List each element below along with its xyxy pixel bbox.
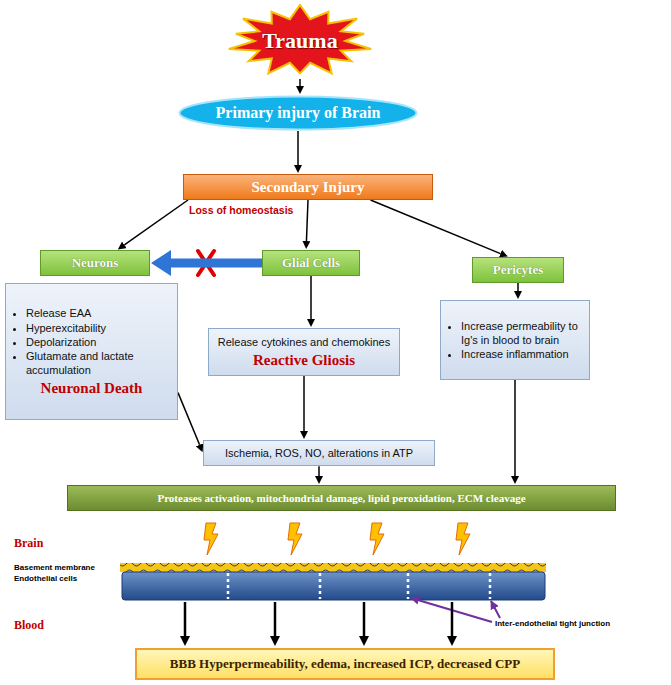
node-text: Neurons	[72, 255, 119, 271]
bullet-list: Release EAAHyperexcitabilityDepolarizati…	[12, 306, 171, 377]
part-label: Basement membrane	[14, 563, 95, 572]
flow-arrow	[299, 79, 301, 86]
endothelial-cells	[122, 572, 545, 600]
outcome-heading: Reactive Gliosis	[253, 352, 355, 369]
flow-arrow	[306, 200, 308, 241]
flow-arrow	[178, 393, 200, 445]
node-text: Proteases activation, mitochondrial dama…	[157, 492, 525, 504]
lightning-bolts	[204, 523, 470, 555]
part-label: Endothelial cells	[14, 574, 77, 583]
flow-arrow	[310, 276, 312, 319]
mediator-box: Ischemia, ROS, NO, alterations in ATP	[203, 440, 435, 466]
node-text: Trauma	[262, 28, 337, 54]
bullet-text: Depolarization	[26, 335, 171, 349]
blocked-arrow	[171, 259, 262, 268]
flow-arrow	[124, 200, 188, 245]
node-text: Ischemia, ROS, NO, alterations in ATP	[225, 446, 413, 460]
node-text: Primary injury of Brain	[216, 104, 381, 122]
mechanism-band: Proteases activation, mitochondrial dama…	[67, 485, 616, 511]
leak-arrows	[185, 602, 452, 636]
bullet-text: Increase inflammation	[461, 347, 583, 361]
bullet-text: Increase permeability to Ig's in blood t…	[461, 319, 583, 348]
secondary-injury-box: Secondary Injury	[183, 174, 433, 200]
cell-type-box: Pericytes	[472, 257, 564, 283]
flow-arrow	[371, 200, 501, 254]
glial-effects-box: Release cytokines and chemokinesReactive…	[208, 328, 400, 376]
pericyte-effects-box: Increase permeability to Ig's in blood t…	[440, 300, 590, 380]
bullet-text: Hyperexcitability	[26, 321, 171, 335]
bullet-text: Glutamate and lactate accumulation	[26, 349, 171, 378]
starburst-outline	[229, 5, 371, 73]
node-text: Secondary Injury	[252, 179, 365, 196]
outcome-box: BBB Hyperpermeability, edema, increased …	[135, 648, 555, 680]
basement-membrane	[120, 563, 546, 572]
bullet-list: Increase permeability to Ig's in blood t…	[447, 319, 583, 362]
ellipse-outline	[180, 97, 417, 130]
part-label: Inter-endothelial tight junction	[495, 619, 610, 628]
region-label: Blood	[14, 618, 44, 633]
flow-arrow	[303, 376, 305, 431]
node-text: Glial Cells	[282, 255, 340, 271]
junction-pointer	[411, 598, 500, 622]
flow-arrow	[514, 380, 516, 476]
flow-arrow	[517, 283, 519, 291]
node-text: Release cytokines and chemokines	[218, 335, 390, 349]
flow-arrow	[318, 466, 320, 476]
bullet-text: Release EAA	[26, 306, 171, 320]
node-text: BBB Hyperpermeability, edema, increased …	[170, 656, 520, 672]
trauma-starburst: Trauma	[225, 3, 375, 79]
cell-type-box: Glial Cells	[262, 250, 360, 276]
flow-arrow	[297, 131, 299, 165]
annotation: Loss of homeostasis	[188, 204, 294, 216]
region-label: Brain	[14, 536, 43, 551]
primary-injury-ellipse: Primary injury of Brain	[178, 95, 418, 131]
node-text: Pericytes	[493, 262, 544, 278]
neuron-effects-box: Release EAAHyperexcitabilityDepolarizati…	[5, 283, 178, 420]
outcome-heading: Neuronal Death	[41, 380, 143, 397]
cell-type-box: Neurons	[40, 250, 150, 276]
